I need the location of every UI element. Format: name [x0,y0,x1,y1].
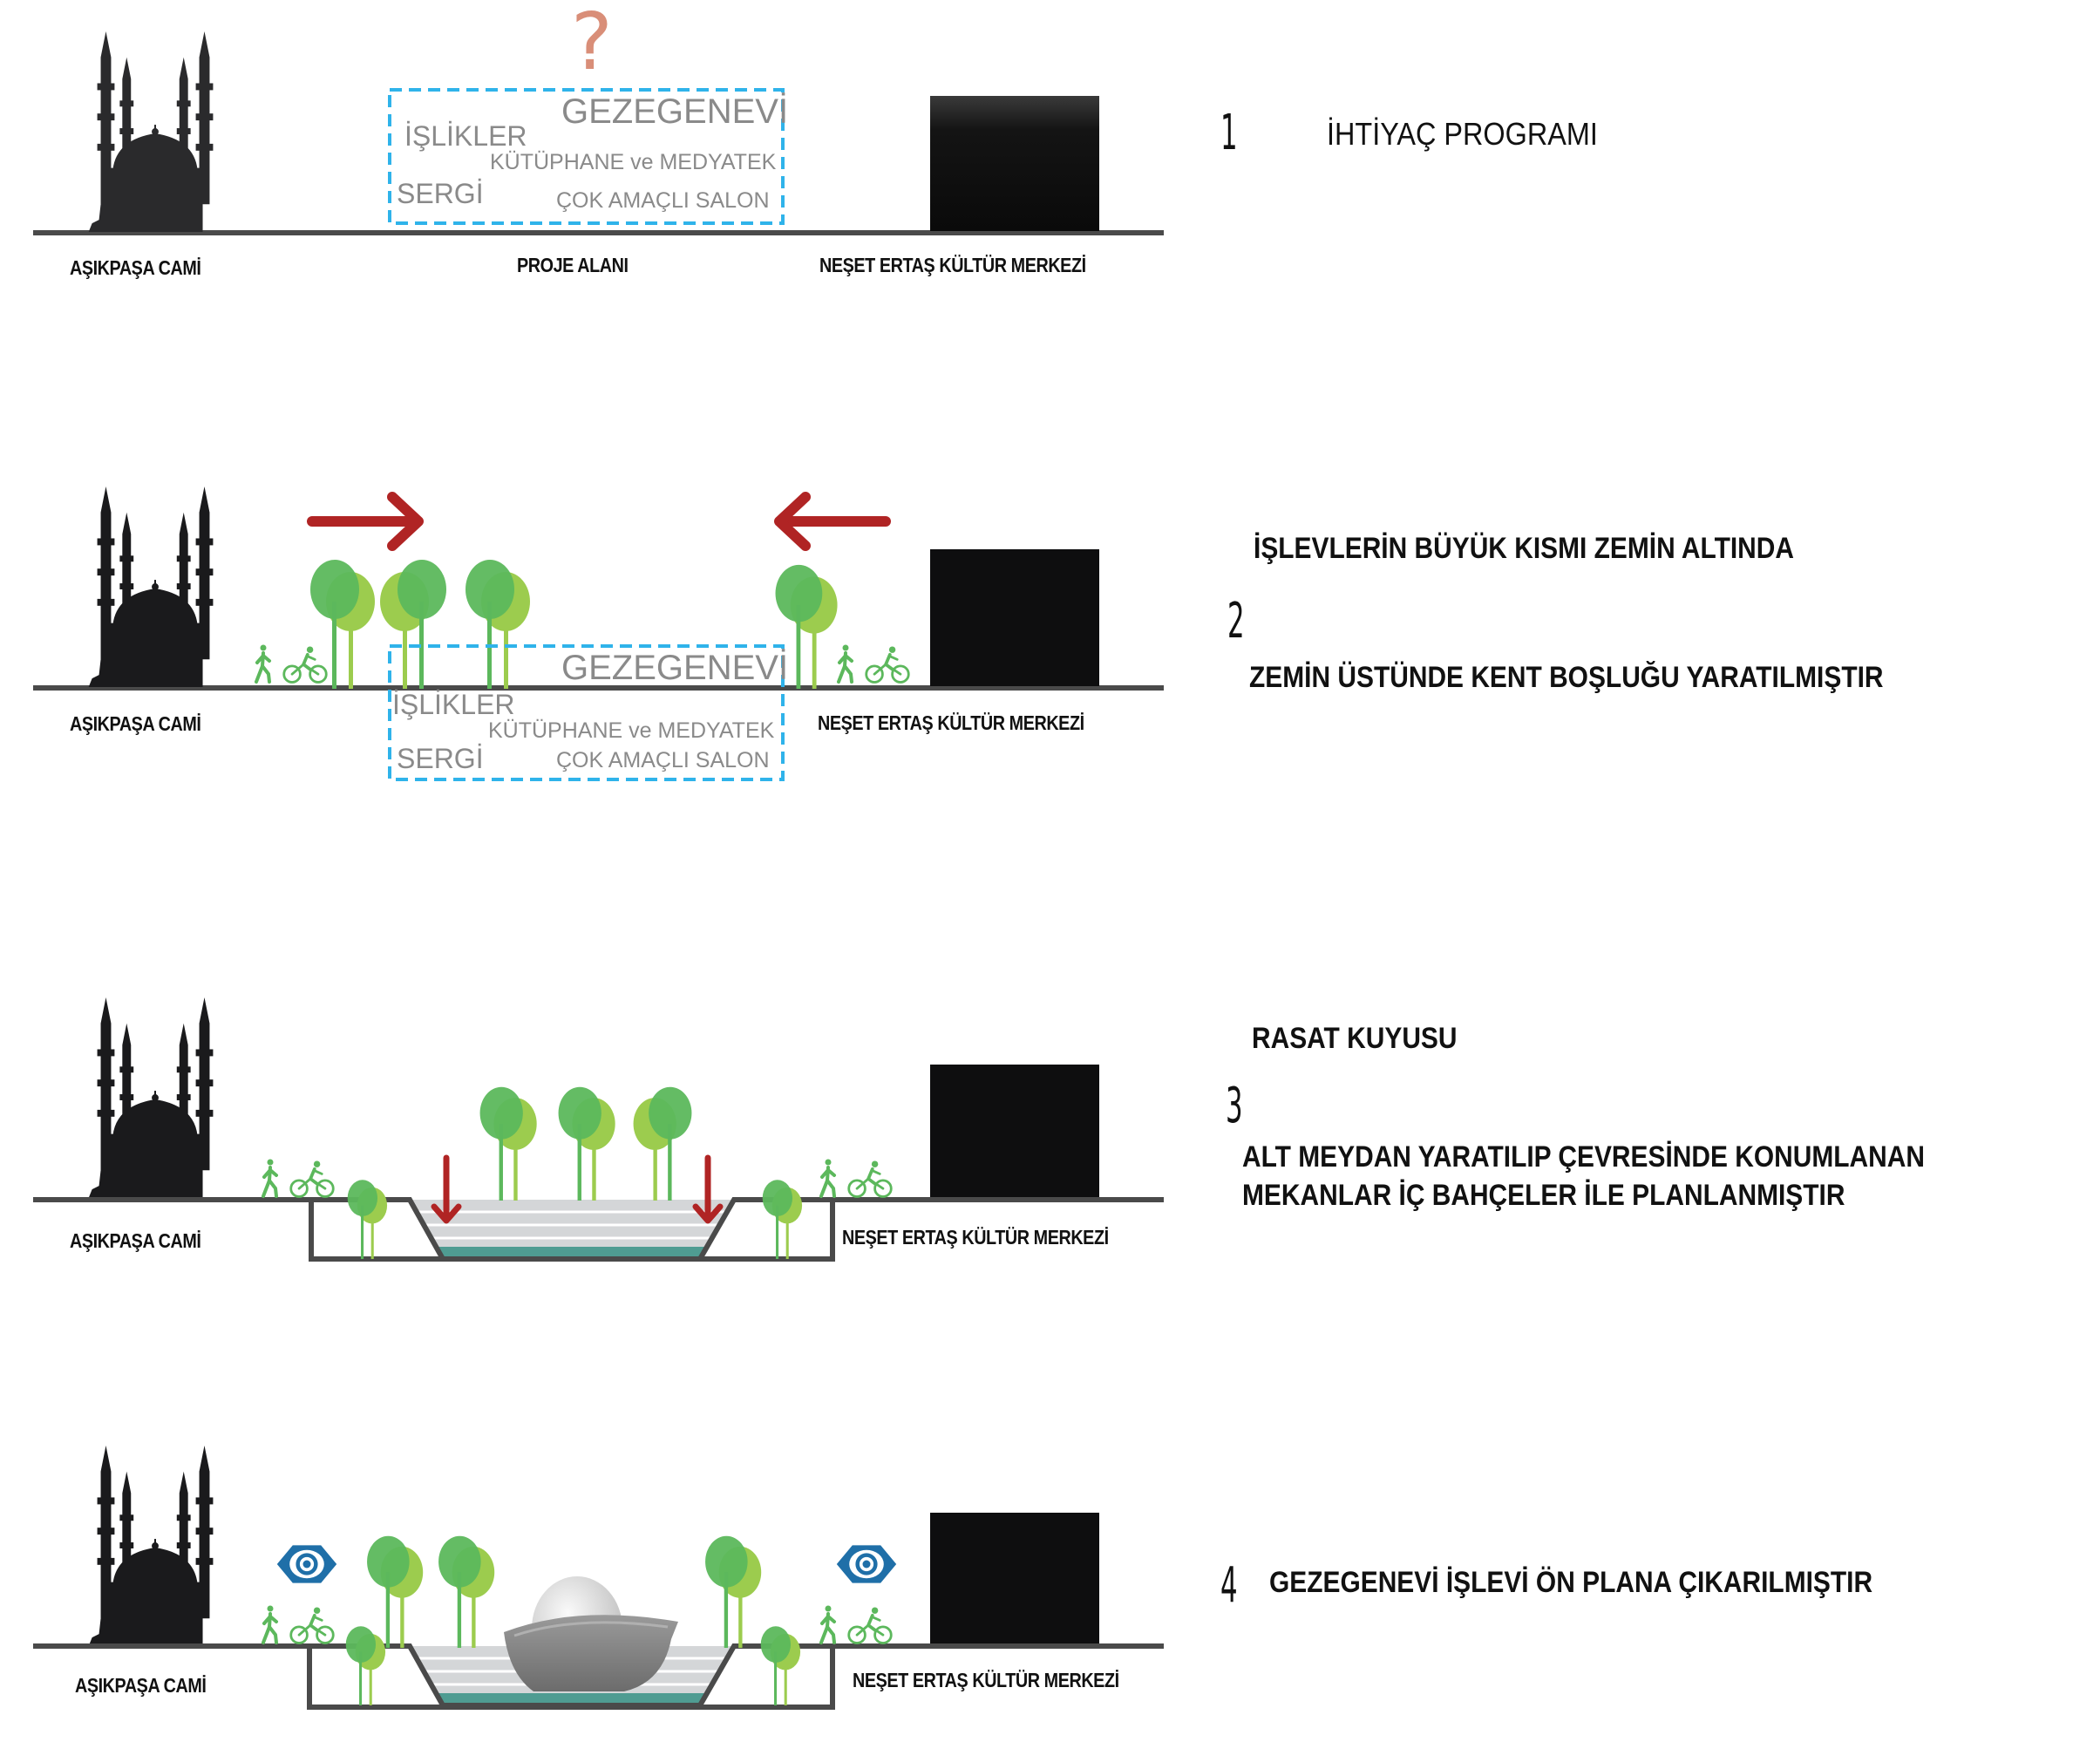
underground-outline [307,1646,835,1710]
tree-icon [705,1535,762,1648]
planetarium-dome-icon [504,1576,678,1691]
tree-icon [558,1086,615,1201]
tree-icon [762,1180,803,1259]
building-block-icon [930,96,1099,231]
pedestrian-icon [262,1158,278,1198]
step-3-caption-line-1: RASAT KUYUSU [1252,1022,1458,1055]
pedestrian-icon [819,1604,836,1644]
arrow-down-icon [692,1154,724,1224]
program-planetarium: GEZEGENEVİ [561,649,789,687]
label-mosque: AŞIKPAŞA CAMİ [70,1229,201,1252]
eye-icon [836,1545,897,1583]
panel-3 [33,997,1164,1262]
building-block-icon [930,549,1099,686]
tree-icon [633,1086,692,1201]
mosque-silhouette-icon [88,997,214,1198]
step-3-number: 3 [1226,1078,1243,1134]
label-site: PROJE ALANI [517,254,629,276]
tree-icon [347,1180,388,1259]
label-mosque: AŞIKPAŞA CAMİ [70,256,201,279]
project-program-box [388,88,785,225]
step-2-caption-line-2: ZEMİN ÜSTÜNDE KENT BOŞLUĞU YARATILMIŞTIR [1249,661,1884,694]
tree-icon [438,1535,495,1648]
underground-outline [309,1200,835,1262]
program-exhibition: SERGİ [397,178,484,209]
pedestrian-icon [262,1604,278,1644]
program-library: KÜTÜPHANE ve MEDYATEK [490,150,777,174]
panel-1 [33,31,1164,235]
step-3-caption-line-3: MEKANLAR İÇ BAHÇELER İLE PLANLANMIŞTIR [1242,1179,1845,1212]
panel-2 [33,487,1164,781]
cyclist-icon [846,1605,894,1645]
mosque-silhouette-icon [88,31,214,232]
arrow-left-icon [774,492,891,551]
program-library: KÜTÜPHANE ve MEDYATEK [488,718,775,743]
tree-icon [380,560,446,689]
mosque-silhouette-icon [88,1446,214,1646]
label-mosque: AŞIKPAŞA CAMİ [75,1674,207,1697]
program-workshops: İŞLİKLER [392,689,515,720]
water-pool [438,1693,706,1705]
tree-icon [466,560,530,689]
panel-4 [33,1446,1164,1710]
program-hall: ÇOK AMAÇLI SALON [556,188,770,213]
step-1-number: 1 [1220,105,1238,161]
step-3-caption-line-2: ALT MEYDAN YARATILIP ÇEVRESİNDE KONUMLAN… [1242,1140,1925,1174]
question-mark-icon: ? [571,0,613,88]
ground-line [33,685,1164,691]
tree-icon [760,1626,801,1705]
step-lines [417,1210,727,1240]
cyclist-icon [864,644,911,684]
cyclist-icon [289,1605,336,1645]
building-block-icon [930,1065,1099,1199]
label-culture-center: NEŞET ERTAŞ KÜLTÜR MERKEZİ [853,1669,1119,1691]
cyclist-icon [282,644,329,684]
building-block-icon [930,1513,1099,1645]
pedestrian-icon [255,643,271,684]
step-2-caption-line-1: İŞLEVLERİN BÜYÜK KISMI ZEMİN ALTINDA [1254,532,1795,565]
program-hall: ÇOK AMAÇLI SALON [556,748,770,772]
ground-line [33,230,1164,235]
program-exhibition: SERGİ [397,743,484,774]
tree-icon [479,1086,537,1201]
label-mosque: AŞIKPAŞA CAMİ [70,712,201,735]
tree-icon [310,560,375,689]
arrow-right-icon [307,492,424,551]
pedestrian-icon [819,1158,836,1198]
program-planetarium: GEZEGENEVİ [561,92,789,131]
cyclist-icon [846,1159,894,1199]
cyclist-icon [289,1159,336,1199]
label-culture-center: NEŞET ERTAŞ KÜLTÜR MERKEZİ [819,254,1086,276]
sunken-plaza-steps [410,1200,734,1259]
step-4-caption: GEZEGENEVİ İŞLEVİ ÖN PLANA ÇIKARILMIŞTIR [1269,1566,1873,1599]
pedestrian-icon [837,643,853,684]
program-workshops: İŞLİKLER [404,120,527,152]
label-culture-center: NEŞET ERTAŞ KÜLTÜR MERKEZİ [842,1226,1109,1249]
tree-icon [367,1535,424,1648]
arrow-down-icon [431,1154,462,1224]
step-1-caption: İHTİYAÇ PROGRAMI [1327,116,1598,152]
eye-icon [276,1545,337,1583]
tree-icon [345,1626,386,1705]
project-program-box [388,644,785,781]
mosque-silhouette-icon [88,487,214,687]
step-2-number: 2 [1227,593,1245,650]
label-culture-center: NEŞET ERTAŞ KÜLTÜR MERKEZİ [818,711,1084,734]
water-pool [438,1247,706,1259]
step-4-number: 4 [1220,1557,1238,1614]
